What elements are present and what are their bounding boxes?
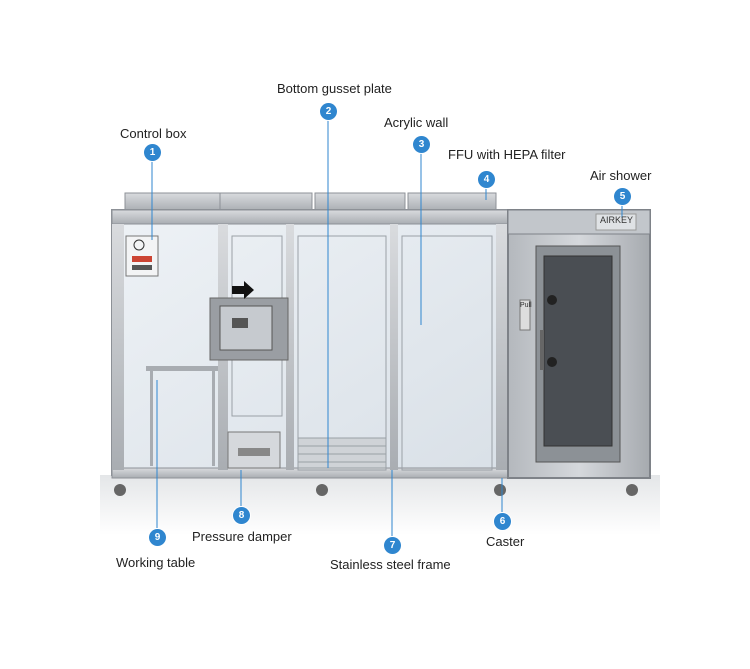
callout-label-caster: Caster — [486, 534, 525, 549]
callout-badge-9: 9 — [149, 529, 166, 546]
callout-label-working-table: Working table — [116, 555, 196, 570]
callout-label-ffu-hepa-filter: FFU with HEPA filter — [448, 147, 566, 162]
callout-label-pressure-damper: Pressure damper — [192, 529, 292, 544]
air-shower — [507, 209, 651, 479]
callout-badge-6: 6 — [494, 513, 511, 530]
door-sign: Pull — [520, 302, 532, 309]
booth-body — [111, 209, 511, 479]
leader-lines — [151, 120, 623, 536]
callout-label-bottom-gusset-plate: Bottom gusset plate — [277, 81, 392, 96]
callout-label-acrylic-wall: Acrylic wall — [384, 115, 449, 130]
callout-badge-3: 3 — [413, 136, 430, 153]
callout-badge-5: 5 — [614, 188, 631, 205]
callout-badge-4: 4 — [478, 171, 495, 188]
ffu-units — [124, 192, 497, 212]
casters — [114, 484, 638, 496]
callout-badge-7: 7 — [384, 537, 401, 554]
pressure-damper — [227, 431, 281, 469]
brand-badge: AIRKEY — [600, 215, 634, 225]
floor-reflection — [100, 475, 660, 535]
callout-badge-8: 8 — [233, 507, 250, 524]
callout-label-air-shower: Air shower — [590, 168, 652, 183]
arrow-right-icon — [232, 281, 254, 299]
control-box — [125, 235, 159, 277]
working-table — [146, 366, 218, 466]
callout-badge-2: 2 — [320, 103, 337, 120]
callout-badge-1: 1 — [144, 144, 161, 161]
callout-label-stainless-steel-frame: Stainless steel frame — [330, 557, 451, 572]
pass-box — [209, 281, 289, 361]
callout-label-control-box: Control box — [120, 126, 187, 141]
